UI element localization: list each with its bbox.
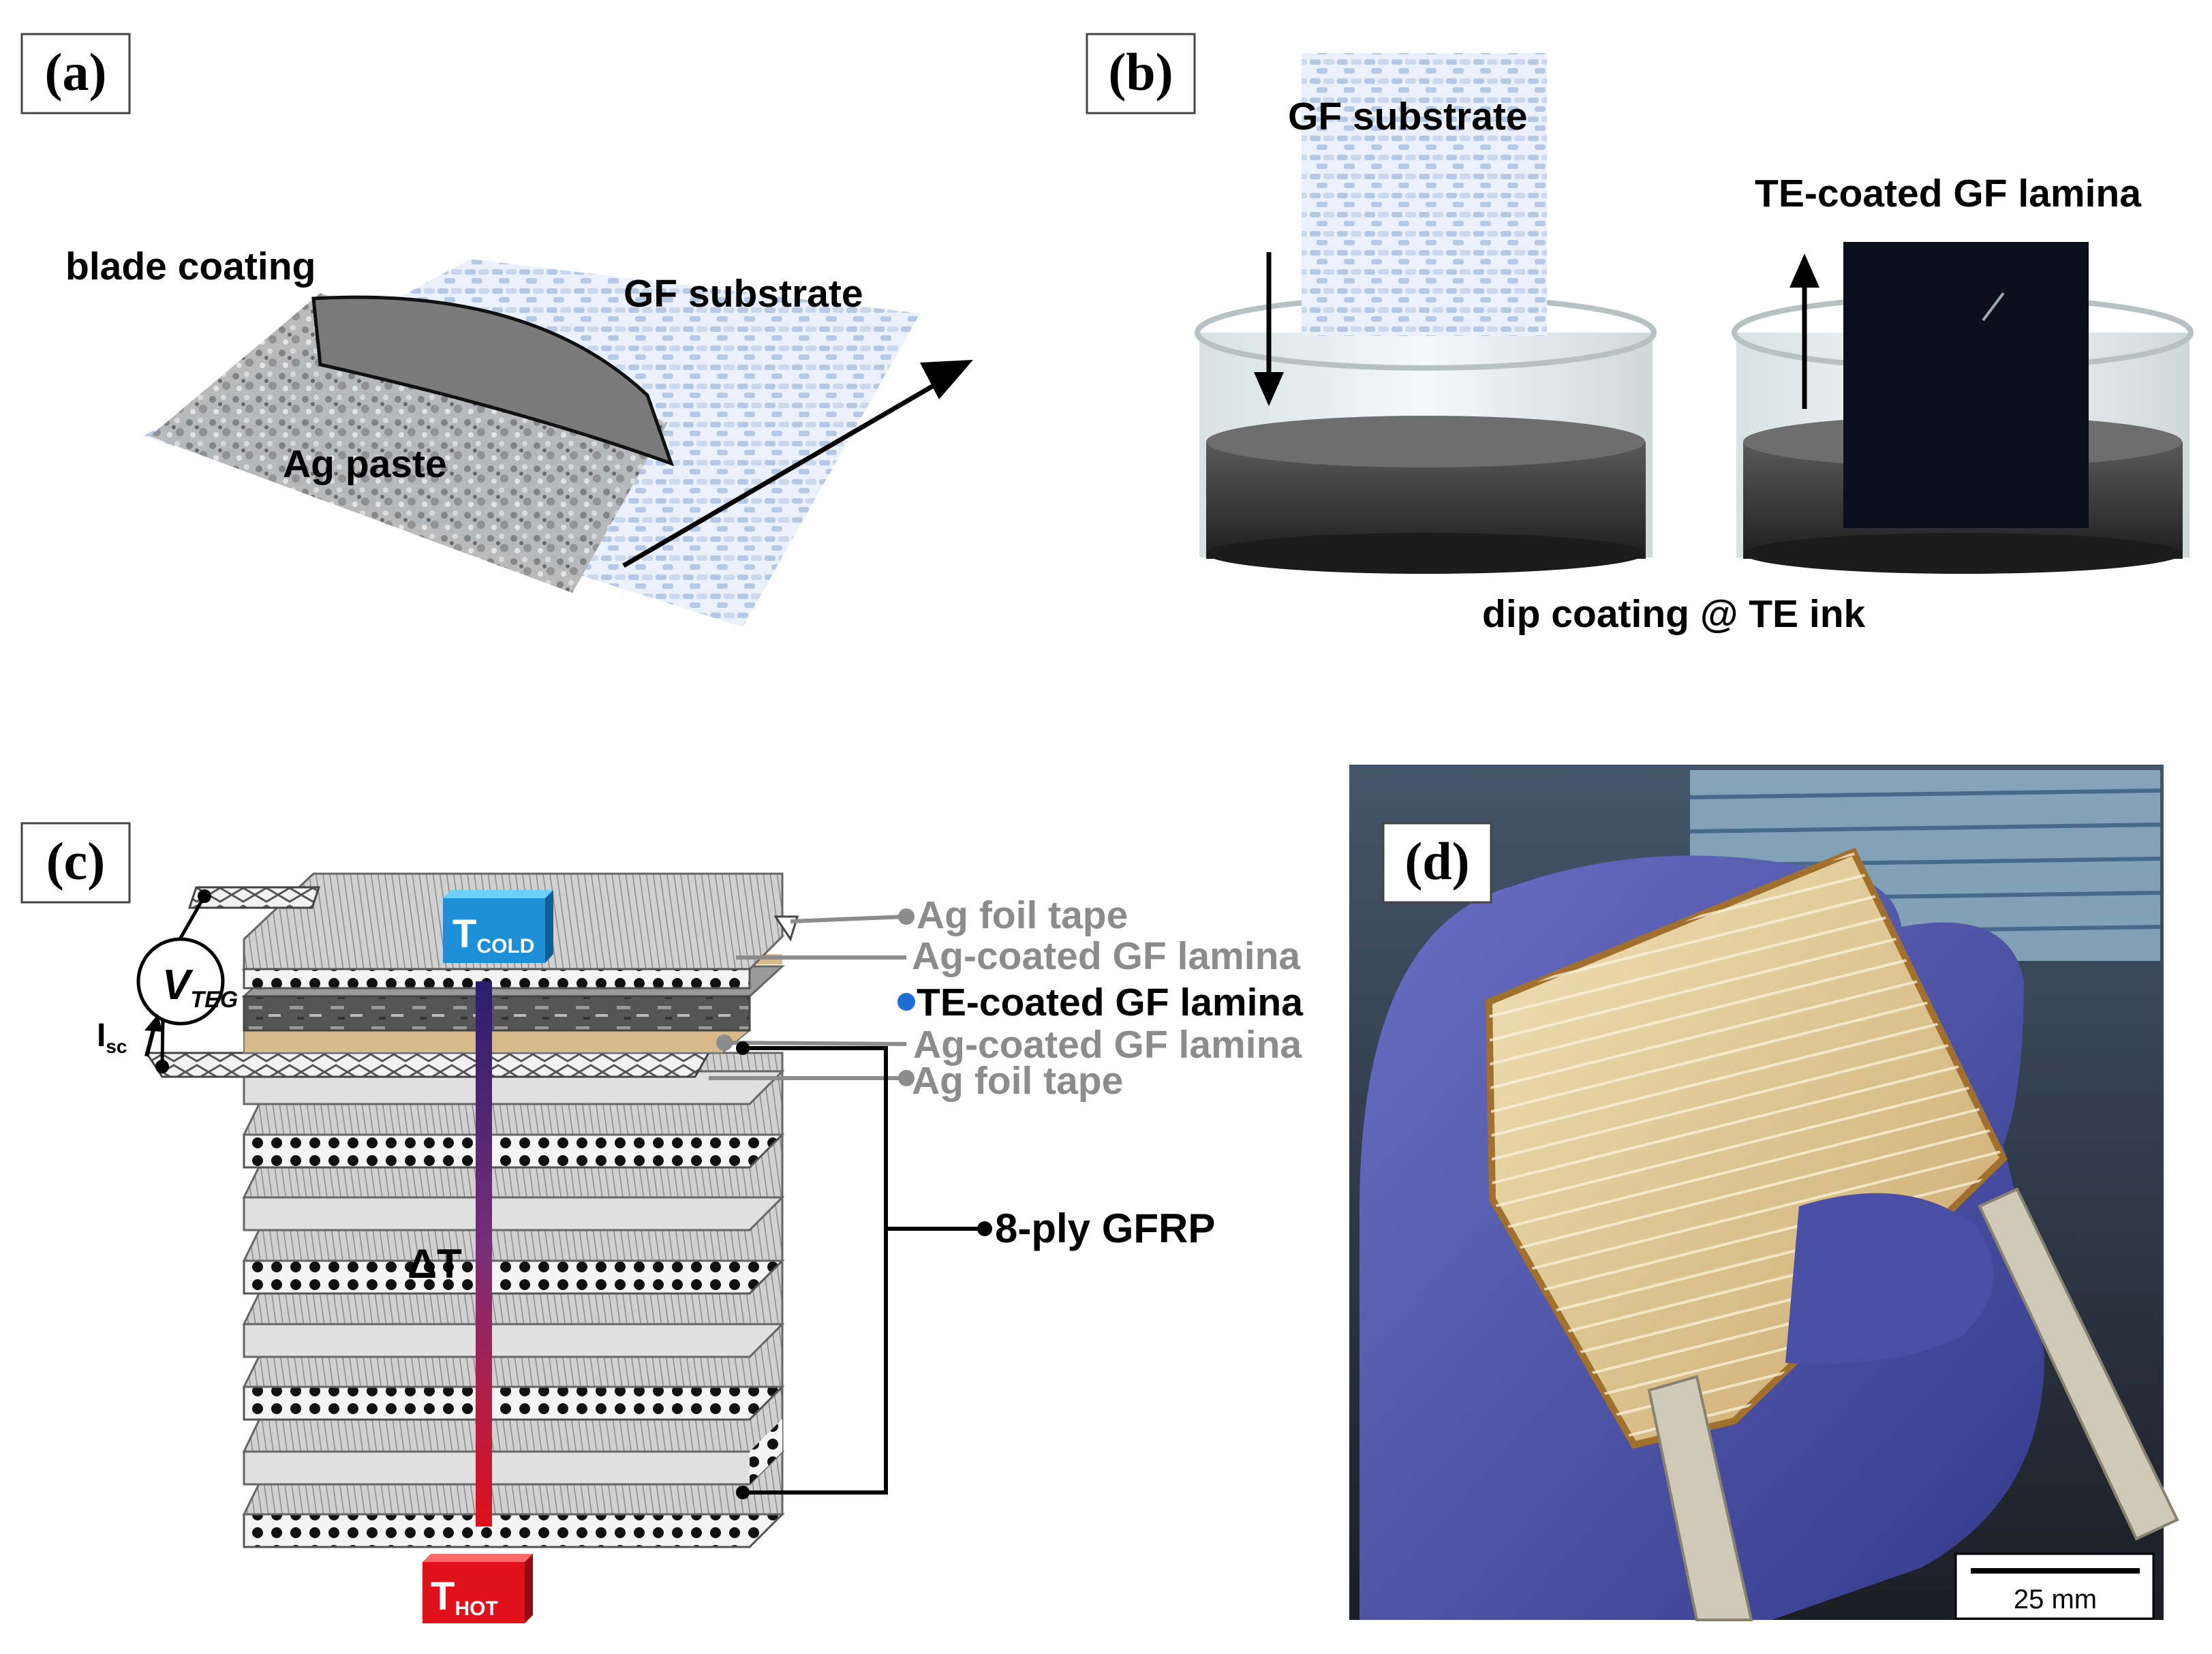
svg-text:THOT: THOT — [431, 1574, 498, 1620]
te-sample-glint — [1982, 292, 2005, 322]
leader-te-coated-dot — [897, 993, 915, 1011]
t-cold-block: TCOLD — [443, 890, 553, 963]
t-hot-block: THOT — [423, 1554, 533, 1623]
leader-ag-foil-top-dot — [898, 908, 915, 925]
te-coated-sample — [1843, 242, 2089, 528]
leader-gfrp-dot — [977, 1221, 992, 1236]
gf-substrate-label-b: GF substrate — [1288, 95, 1528, 138]
voltmeter-symbol — [136, 937, 225, 1026]
ag-tape-electrode-1 — [1978, 1187, 2179, 1541]
ag-foil-tape-bottom — [144, 1052, 711, 1078]
te-coated-lamina-front — [243, 995, 751, 1032]
gf-substrate-sample — [1302, 53, 1547, 336]
coating-direction-arrowhead — [920, 360, 973, 399]
scale-bar-label: 25 mm — [2014, 1584, 2097, 1614]
delta-t-bar — [476, 981, 492, 1527]
gfrp-sample-stripes — [1489, 852, 2003, 1445]
ag-foil-tape-top — [187, 886, 321, 909]
panel-c-label-box — [20, 822, 131, 904]
blade-coating-label: blade coating — [65, 245, 316, 288]
ag-coated-lamina-bottom — [243, 1030, 752, 1054]
gfrp-ply-stack — [240, 1052, 785, 1548]
gfrp-label: 8-ply GFRP — [995, 1206, 1215, 1251]
gfrp-bracket-top-dot — [736, 1041, 750, 1055]
dip-up-arrowhead — [1789, 254, 1819, 288]
ag-paste-label: Ag paste — [283, 442, 447, 486]
voltmeter-label: VTEG — [162, 962, 238, 1013]
panel-a-label: (a) — [45, 42, 107, 102]
ag-foil-tape-label-top: Ag foil tape — [917, 893, 1128, 937]
panel-a: (a) blade coating GF substrate Ag paste — [20, 33, 973, 627]
te-coated-label-b: TE-coated GF lamina — [1755, 172, 2142, 215]
panel-b: (b) GF substrate TE-coated GF lamina dip… — [1086, 33, 2194, 636]
leader-ag-coated-bottom — [728, 1041, 907, 1046]
wire-node-top — [198, 889, 211, 903]
ag-foil-tape-label-bottom: Ag foil tape — [912, 1059, 1123, 1103]
gf-substrate-label-a: GF substrate — [624, 272, 863, 316]
panel-b-label-box — [1086, 33, 1196, 114]
te-coated-label-c: TE-coated GF lamina — [917, 981, 1304, 1024]
leader-ag-foil-top — [790, 915, 907, 923]
panel-c-label: (c) — [46, 831, 106, 891]
wire-node-bottom — [155, 1060, 169, 1073]
delta-t-label: ΔT — [408, 1241, 462, 1287]
panel-d-label-box — [1382, 822, 1492, 904]
ag-tape-electrode-2 — [1647, 1375, 1753, 1621]
dip-down-arrowhead — [1254, 372, 1284, 406]
leader-ag-foil-bottom-dot — [898, 1070, 915, 1086]
ag-paste-layer — [150, 293, 668, 593]
gfrp-bracket — [743, 1046, 888, 1495]
beaker-1 — [1195, 294, 1657, 574]
coating-direction-arrow — [622, 379, 942, 568]
coating-blade — [311, 295, 675, 467]
panel-d: (d) 25 mm — [1349, 765, 2179, 1621]
ag-coated-label-top: Ag-coated GF lamina — [912, 934, 1301, 978]
panel-b-label: (b) — [1108, 42, 1173, 102]
panel-a-label-box — [20, 33, 131, 114]
leader-ag-coated-bottom-dot — [716, 1035, 733, 1051]
panel-d-label: (d) — [1404, 831, 1469, 891]
svg-text:TCOLD: TCOLD — [452, 912, 534, 958]
panel-c: (c) — [20, 822, 1304, 1623]
current-arrowhead — [144, 1014, 162, 1032]
gfrp-bracket-bottom-dot — [736, 1486, 750, 1499]
glove-thumb — [1785, 1193, 1994, 1364]
ag-coated-label-bottom: Ag-coated GF lamina — [913, 1023, 1302, 1067]
current-label: Isc — [97, 1017, 127, 1057]
dip-coating-label: dip coating @ TE ink — [1482, 592, 1866, 636]
scale-bar-box — [1954, 1552, 2155, 1620]
top-ply-front — [243, 968, 751, 990]
